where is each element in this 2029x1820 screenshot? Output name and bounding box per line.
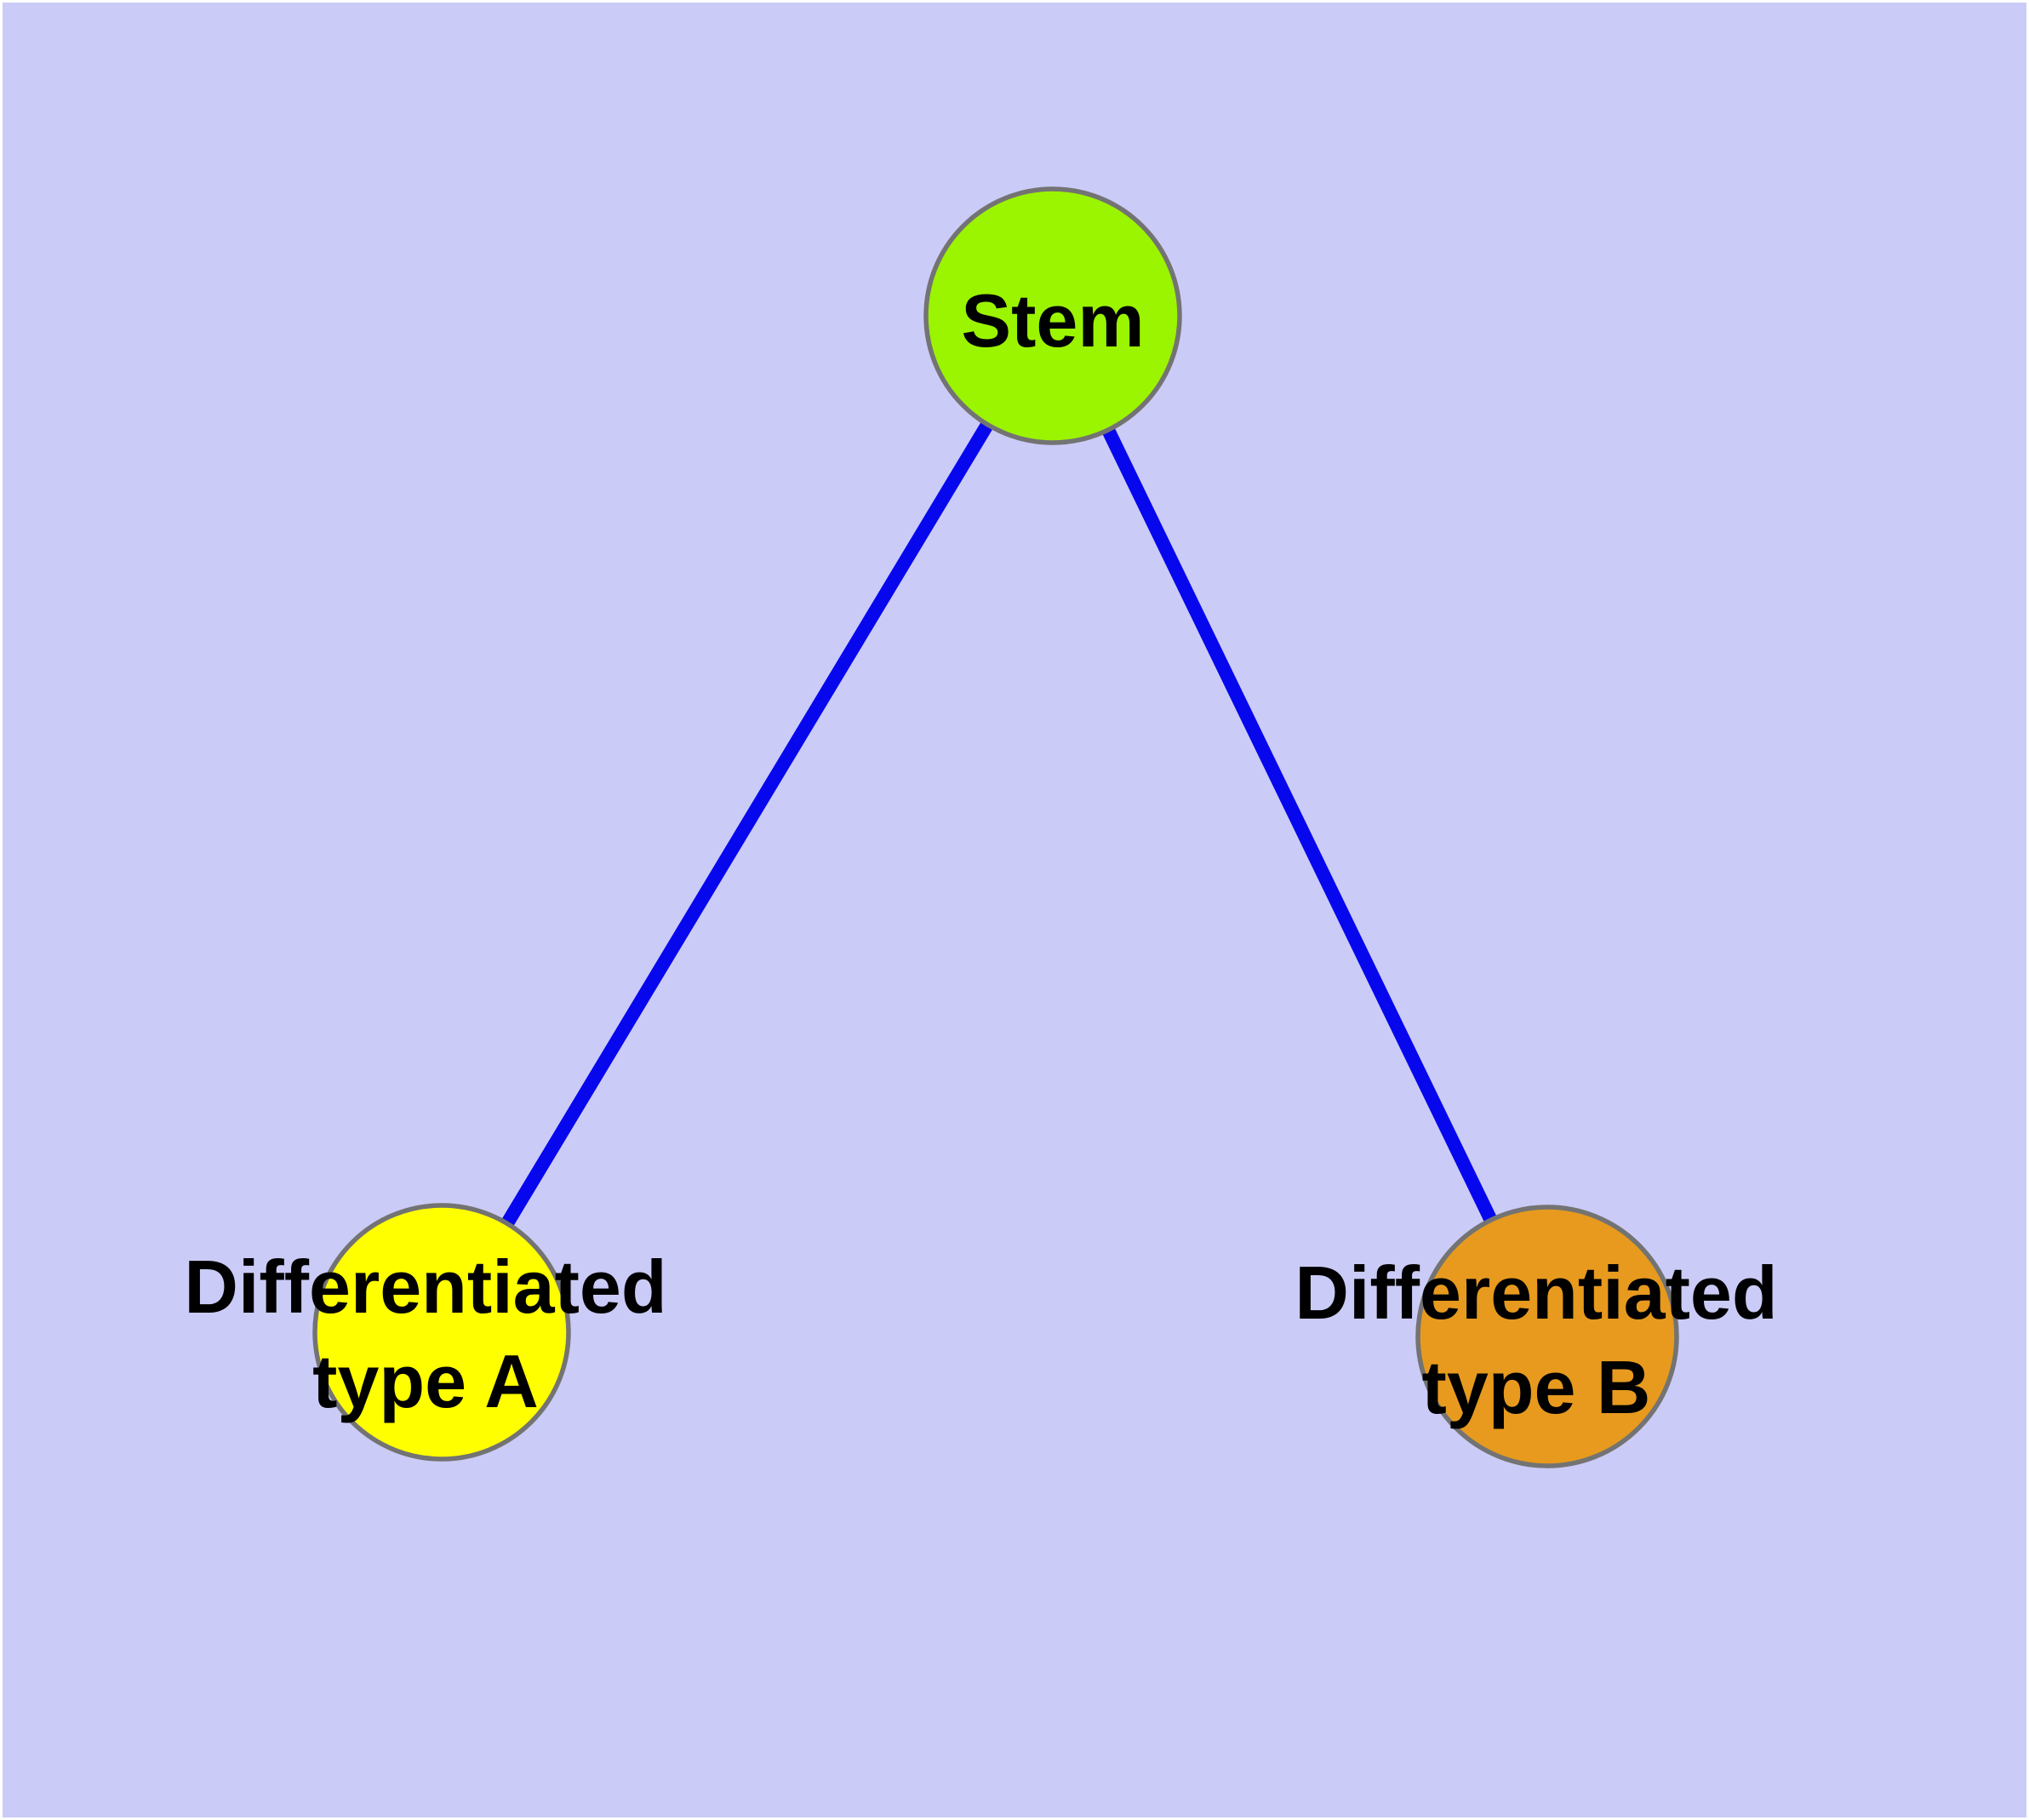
node-type-a-circle [312, 1203, 571, 1462]
node-type-b-label-line1: Differentiated [1295, 1251, 1777, 1335]
edge-stem-to-type-a [436, 312, 1059, 1336]
node-type-a-label-line2: type A [312, 1339, 539, 1423]
edge-stem-to-type-b [1046, 312, 1554, 1340]
node-stem-circle [923, 186, 1182, 445]
node-type-b-label-line2: type B [1422, 1345, 1651, 1429]
node-type-b-circle [1415, 1205, 1679, 1468]
node-stem-label: Stem [961, 278, 1144, 363]
node-type-a-label-line1: Differentiated [184, 1245, 666, 1329]
